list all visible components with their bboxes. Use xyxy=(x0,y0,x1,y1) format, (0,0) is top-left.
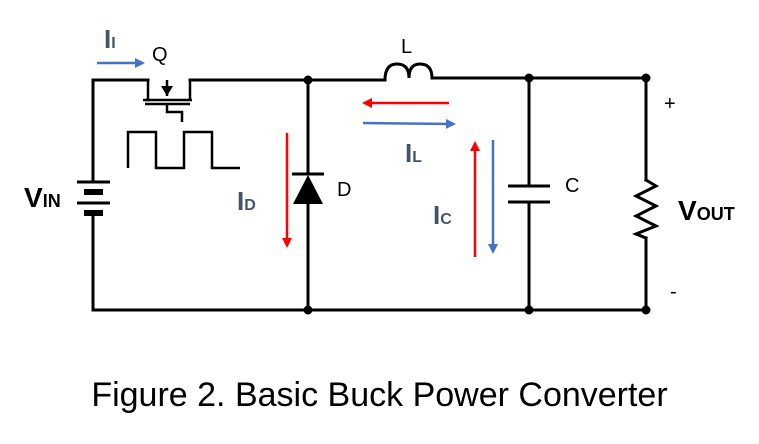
label-plus: + xyxy=(664,93,676,115)
battery-icon xyxy=(77,180,110,216)
junction-nodes xyxy=(303,73,651,315)
diode-icon xyxy=(292,172,324,204)
inductor-icon xyxy=(383,62,434,82)
label-diode-d: D xyxy=(337,179,351,201)
label-inductor-l: L xyxy=(401,36,412,58)
node-cap-bottom xyxy=(524,305,534,315)
node-diode-top xyxy=(303,75,313,85)
resistor-icon xyxy=(631,177,660,240)
capacitor-icon xyxy=(508,184,550,204)
label-capacitor-current: IC xyxy=(433,200,452,230)
label-capacitor-c: C xyxy=(565,175,579,197)
label-vin: VIN xyxy=(24,182,61,213)
label-switch-q: Q xyxy=(152,44,168,66)
label-minus: - xyxy=(670,281,677,303)
figure-caption: Figure 2. Basic Buck Power Converter xyxy=(91,376,668,414)
pwm-signal-icon xyxy=(126,130,240,170)
node-load-top xyxy=(641,73,651,83)
wires xyxy=(91,76,648,312)
mosfet-switch-icon xyxy=(143,80,192,122)
label-diode-current: ID xyxy=(237,186,256,216)
node-cap-top xyxy=(524,73,534,83)
node-load-bottom xyxy=(641,305,651,315)
label-input-current: II xyxy=(104,24,116,54)
node-diode-bottom xyxy=(303,305,313,315)
label-vout: VOUT xyxy=(678,195,735,226)
inductor-current-blue-arrow xyxy=(362,118,456,129)
label-inductor-current: IL xyxy=(405,138,422,168)
